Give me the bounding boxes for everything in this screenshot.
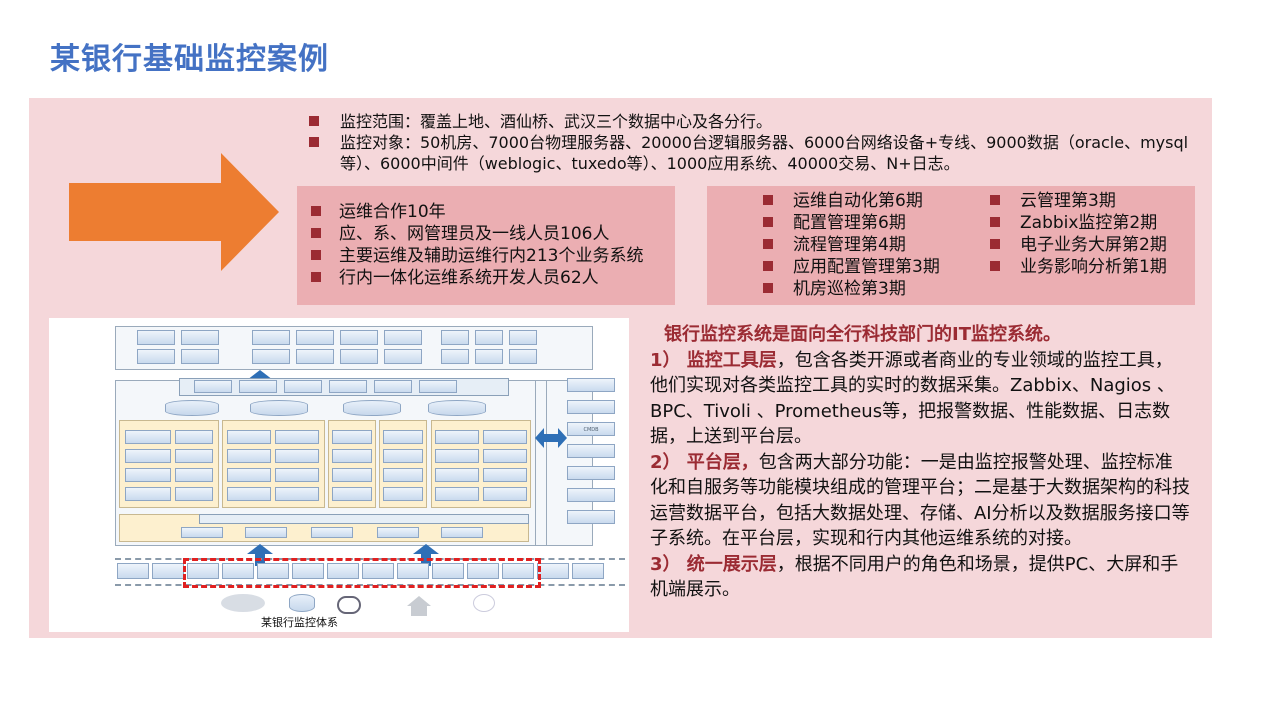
projects-column-1: 运维自动化第6期 配置管理第6期 流程管理第4期 应用配置管理第3期 机房巡检第… [763, 190, 940, 300]
list-item: 运维自动化第6期 [763, 190, 940, 212]
up-arrow-icon [247, 544, 273, 554]
cloud-icon [337, 596, 361, 614]
square-bullet-icon [763, 217, 773, 227]
list-item: 运维合作10年 [311, 201, 675, 223]
cloud-icon [221, 594, 265, 612]
diagram-caption: 某银行监控体系 [261, 616, 338, 629]
database-icon [428, 400, 486, 416]
square-bullet-icon [311, 250, 321, 260]
square-bullet-icon [763, 239, 773, 249]
square-bullet-icon [990, 217, 1000, 227]
layer-1-heading: 1） 监控工具层 [650, 349, 777, 371]
square-bullet-icon [309, 137, 319, 147]
database-icon [289, 594, 315, 612]
list-item: 业务影响分析第1期 [990, 256, 1167, 278]
layer-1-paragraph: 1） 监控工具层，包含各类开源或者商业的专业领域的监控工具，他们实现对各类监控工… [650, 349, 1175, 448]
page-title: 某银行基础监控案例 [50, 42, 329, 77]
layer-2-paragraph: 2） 平台层，包含两大部分功能：一是由监控报警处理、监控标准化和自服务等功能模块… [650, 451, 1190, 550]
projects-column-2: 云管理第3期 Zabbix监控第2期 电子业务大屏第2期 业务影响分析第1期 [990, 190, 1167, 278]
square-bullet-icon [311, 228, 321, 238]
database-icon [165, 400, 219, 416]
system-description: 银行监控系统是面向全行科技部门的IT监控系统。 1） 监控工具层，包含各类开源或… [650, 322, 1190, 603]
square-bullet-icon [990, 239, 1000, 249]
architecture-diagram: CMDB 某银行监控体系 [49, 318, 629, 632]
list-item: 应用配置管理第3期 [763, 256, 940, 278]
monitoring-scope-list: 监控范围：覆盖上地、酒仙桥、武汉三个数据中心及各分行。 监控对象：50机房、70… [309, 111, 1199, 174]
database-icon [343, 400, 401, 416]
list-item: 机房巡检第3期 [763, 278, 940, 300]
square-bullet-icon [311, 206, 321, 216]
user-group-icon [473, 594, 495, 612]
layer-2-heading: 2） 平台层， [650, 451, 759, 473]
list-item: 流程管理第4期 [763, 234, 940, 256]
list-item: 配置管理第6期 [763, 212, 940, 234]
house-icon [407, 596, 431, 606]
projects-box: 运维自动化第6期 配置管理第6期 流程管理第4期 应用配置管理第3期 机房巡检第… [707, 186, 1195, 305]
bidirectional-arrow-icon [535, 428, 567, 448]
up-arrow-icon [247, 370, 273, 380]
layer-3-paragraph: 3） 统一展示层，根据不同用户的角色和场景，提供PC、大屏和手机端展示。 [650, 553, 1179, 601]
list-item: 主要运维及辅助运维行内213个业务系统 [311, 245, 675, 267]
list-item: Zabbix监控第2期 [990, 212, 1167, 234]
square-bullet-icon [763, 261, 773, 271]
square-bullet-icon [311, 272, 321, 282]
layer-3-heading: 3） 统一展示层 [650, 553, 777, 575]
description-lead: 银行监控系统是面向全行科技部门的IT监控系统。 [664, 324, 1061, 345]
database-icon [250, 400, 308, 416]
list-item: 电子业务大屏第2期 [990, 234, 1167, 256]
right-arrow-icon [69, 153, 279, 271]
square-bullet-icon [990, 261, 1000, 271]
list-item: 云管理第3期 [990, 190, 1167, 212]
cooperation-box: 运维合作10年 应、系、网管理员及一线人员106人 主要运维及辅助运维行内213… [297, 186, 675, 305]
list-item: 行内一体化运维系统开发人员62人 [311, 267, 675, 289]
square-bullet-icon [309, 116, 319, 126]
highlight-dashed-box [183, 558, 541, 588]
up-arrow-icon [413, 544, 439, 554]
square-bullet-icon [990, 195, 1000, 205]
list-item: 监控对象：50机房、7000台物理服务器、20000台逻辑服务器、6000台网络… [309, 132, 1199, 174]
square-bullet-icon [763, 283, 773, 293]
list-item: 监控范围：覆盖上地、酒仙桥、武汉三个数据中心及各分行。 [309, 111, 1199, 132]
square-bullet-icon [763, 195, 773, 205]
list-item: 应、系、网管理员及一线人员106人 [311, 223, 675, 245]
